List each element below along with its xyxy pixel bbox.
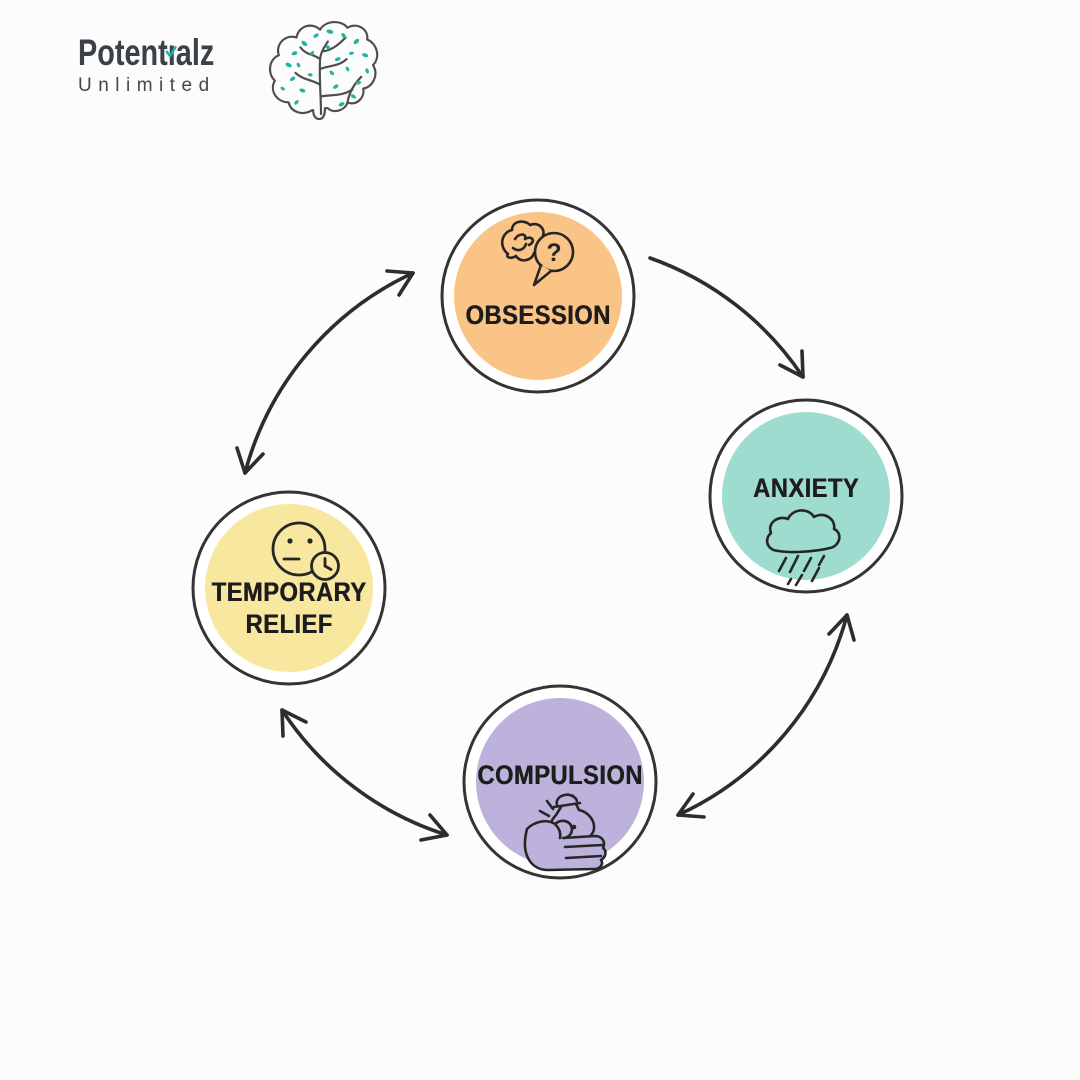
node-temporary-relief-fill <box>205 504 373 672</box>
checkmark-icon <box>165 27 177 65</box>
arrowhead-to-compulsion-down <box>419 813 449 842</box>
node-temporary-relief-label: TEMPORARY RELIEF <box>201 576 377 640</box>
brain-logo-icon <box>263 14 381 125</box>
brand-name-part1: Potent <box>78 32 168 73</box>
node-compulsion-label: COMPULSION <box>477 760 643 790</box>
arrowhead-to-obsession <box>385 269 415 297</box>
node-anxiety-fill <box>722 412 890 580</box>
node-compulsion-fill <box>476 698 644 866</box>
arrowhead-to-relief-up <box>280 708 308 738</box>
brand-name-part2: alz <box>175 32 215 73</box>
node-obsession-label: OBSESSION <box>465 300 611 330</box>
arrowhead-to-anxiety-up <box>827 613 856 642</box>
node-compulsion: COMPULSION <box>460 682 660 882</box>
node-anxiety-label: ANXIETY <box>752 473 860 503</box>
rain-cloud-icon <box>765 509 841 587</box>
hand-washing-soap-icon <box>523 793 607 872</box>
arrowhead-to-anxiety <box>778 349 805 379</box>
arrow-obsession-anxiety <box>648 256 805 379</box>
arrowhead-to-relief <box>235 446 265 475</box>
brand-subtitle: Unlimited <box>78 75 216 96</box>
brand-name-letter-i: ı <box>165 34 177 72</box>
node-temporary-relief-label-line2: RELIEF <box>245 609 333 639</box>
arrowhead-to-compulsion-right <box>676 792 706 819</box>
arrow-anxiety-compulsion <box>676 613 849 817</box>
node-anxiety: ANXIETY <box>706 396 906 596</box>
node-temporary-relief-label-line1: TEMPORARY <box>211 577 367 607</box>
neutral-face-clock-icon <box>271 521 340 581</box>
node-obsession-fill <box>454 212 622 380</box>
arrow-relief-obsession <box>243 271 415 475</box>
brain-leaves <box>280 29 369 107</box>
node-obsession: ? OBSESSION <box>438 196 638 396</box>
node-temporary-relief: TEMPORARY RELIEF <box>189 488 389 688</box>
arrow-compulsion-relief <box>280 708 449 837</box>
tangled-thought-question-bubble-icon <box>500 220 575 287</box>
question-mark-glyph: ? <box>546 239 561 267</box>
